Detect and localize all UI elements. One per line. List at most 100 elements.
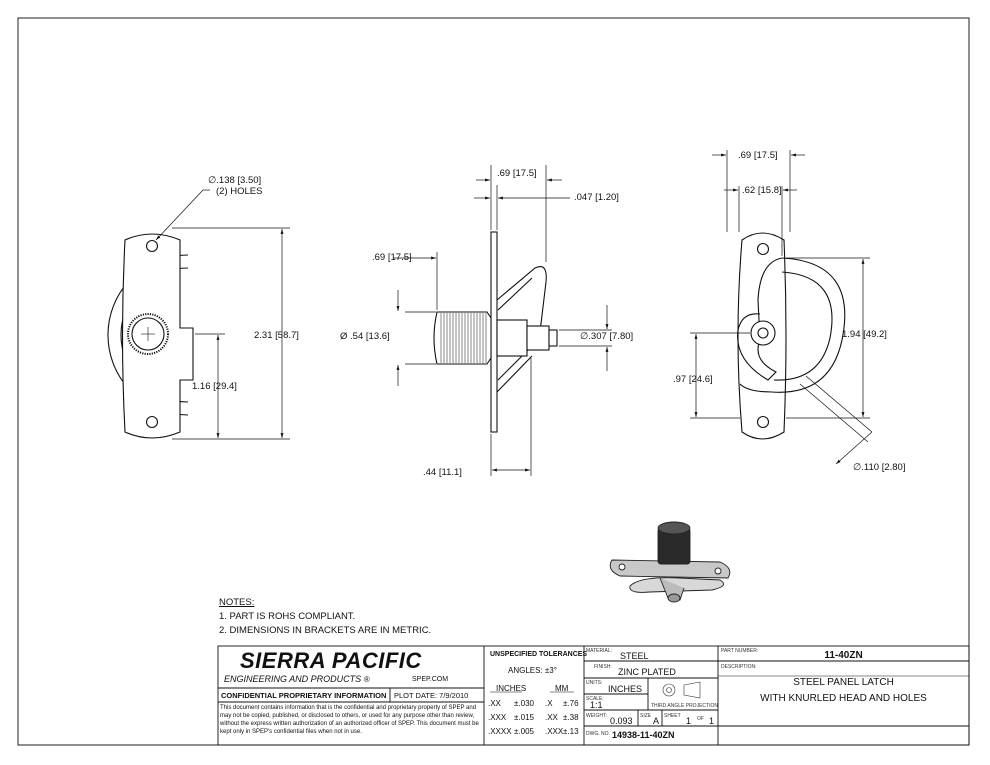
right-width-mm: 17.5 [756, 150, 776, 161]
description-line-2: WITH KNURLED HEAD AND HOLES [760, 693, 927, 704]
dwg-label: DWG. NO. [586, 731, 610, 737]
knob-len: .69 [372, 252, 386, 263]
tol-r1-c2: .XX [545, 713, 558, 722]
right-width2: .62 [742, 185, 756, 196]
ring-height-dim: 1.94 [49.2] [842, 329, 887, 340]
hole-dia: ∅.138 [208, 175, 235, 186]
knob-dia: Ø .54 [340, 331, 364, 342]
hole-count: (2) HOLES [216, 186, 263, 197]
isometric-view [609, 521, 731, 603]
note-2: 2. DIMENSIONS IN BRACKETS ARE IN METRIC. [219, 625, 432, 636]
tol-r2-c2: .XXX [545, 727, 564, 736]
hole-diameter-dim: ∅.138 [3.50] [208, 175, 262, 186]
side-view-dims [393, 165, 612, 476]
size-value: A [653, 716, 660, 726]
hole-dia-mm: 3.50 [240, 175, 259, 186]
material-label: MATERIAL: [586, 648, 613, 654]
size-label: SIZE [640, 713, 652, 719]
tolerances-title: UNSPECIFIED TOLERANCES [490, 651, 588, 658]
right-width2-mm: 15.8 [760, 185, 780, 196]
registered-mark: ® [363, 675, 370, 684]
tol-r1-c3: ±.38 [563, 713, 579, 722]
center-height-mm: 24.6 [691, 374, 711, 385]
right-width2-dim: .62 [15.8] [742, 185, 782, 196]
company-name: SIERRA PACIFIC [240, 648, 422, 673]
tol-r1-c0: .XXX [488, 713, 507, 722]
tol-r2-c3: ±.13 [563, 727, 579, 736]
description-line-1: STEEL PANEL LATCH [793, 677, 894, 688]
sheet-total: 1 [709, 716, 715, 726]
tolerance-inches-header: INCHES [496, 684, 527, 693]
shaft-dia: ∅.307 [580, 331, 607, 342]
flange-thk: .047 [574, 192, 593, 203]
finish-value: ZINC PLATED [618, 667, 676, 677]
knob-len-mm: 17.5 [390, 252, 410, 263]
title-block-grid [217, 645, 970, 746]
half-height-dim: 1.16 [29.4] [192, 381, 237, 392]
top-width-dim: .69 [17.5] [497, 168, 537, 179]
note-1: 1. PART IS ROHS COMPLIANT. [219, 611, 356, 622]
sheet-of-label: OF [697, 716, 704, 722]
material-value: STEEL [620, 651, 649, 661]
shaft-diameter-dim: ∅.307 [7.80] [580, 331, 634, 342]
knob-dia-mm: 13.6 [368, 331, 388, 342]
knob-length-dim: .69 [17.5] [372, 252, 412, 263]
tolerance-angles: ANGLES: ±3° [508, 666, 557, 675]
sheet-value: 1 [686, 716, 692, 726]
finish-label: FINISH: [594, 664, 612, 670]
ring-height-mm: 49.2 [865, 329, 885, 340]
company-website: SPEP.COM [412, 676, 449, 683]
notes-block: NOTES: 1. PART IS ROHS COMPLIANT. 2. DIM… [219, 596, 431, 638]
weight-value: 0.093 [610, 716, 633, 726]
scale-value: 1:1 [590, 700, 603, 710]
part-number-label: PART NUMBER: [721, 648, 759, 654]
projection-symbol [662, 681, 701, 699]
wire-dia: ∅.110 [853, 462, 880, 473]
front-view-dims [155, 189, 290, 440]
description-label: DESCRIPTION: [721, 664, 757, 670]
right-width-dim: .69 [17.5] [738, 150, 778, 161]
notes-title: NOTES: [219, 597, 255, 608]
units-label: UNITS: [586, 680, 603, 686]
center-height: .97 [673, 374, 687, 385]
confidential-label: CONFIDENTIAL PROPRIETARY INFORMATION [221, 691, 387, 700]
dwg-number: 14938-11-40ZN [612, 730, 675, 740]
back-view-dims [690, 150, 873, 465]
part-number: 11-40ZN [824, 650, 863, 661]
half-height-mm: 29.4 [215, 381, 235, 392]
projection-label: THIRD ANGLE PROJECTION [651, 703, 718, 709]
disclaimer-text: This document contains information that … [220, 705, 479, 735]
flange-thickness-dim: .047 [1.20] [574, 192, 619, 203]
tol-r0-c2: .X [545, 699, 553, 708]
top-width: .69 [497, 168, 511, 179]
company-sub: ENGINEERING AND PRODUCTS ® [224, 674, 370, 684]
knurling-pattern [440, 313, 487, 363]
wire-diameter-dim: ∅.110 [2.80] [853, 462, 906, 473]
ring-height: 1.94 [842, 329, 861, 340]
top-width-mm: 17.5 [515, 168, 535, 179]
front-view [107, 233, 194, 439]
tol-r2-c0: .XXXX [488, 727, 512, 736]
tolerance-mm-header: MM [555, 684, 569, 693]
back-view [737, 232, 846, 440]
tol-r0-c1: ±.030 [514, 699, 534, 708]
tol-r1-c1: ±.015 [514, 713, 534, 722]
overall-height-dim: 2.31 [58.7] [254, 330, 299, 341]
overall-height-mm: 58.7 [277, 330, 297, 341]
tol-r0-c0: .XX [488, 699, 501, 708]
base-len-mm: 11.1 [441, 467, 460, 478]
tol-r0-c3: ±.76 [563, 699, 579, 708]
tol-r2-c1: ±.005 [514, 727, 534, 736]
wire-dia-mm: 2.80 [884, 462, 903, 473]
scale-label: SCALE: [586, 696, 604, 702]
sheet-label: SHEET [664, 713, 681, 719]
knob-diameter-dim: Ø .54 [13.6] [340, 331, 390, 342]
base-length-dim: .44 [11.1] [423, 467, 462, 478]
units-value: INCHES [608, 684, 643, 694]
right-width: .69 [738, 150, 752, 161]
shaft-dia-mm: 7.80 [612, 331, 631, 342]
base-len: .44 [423, 467, 437, 478]
flange-thk-mm: 1.20 [597, 192, 617, 203]
center-height-dim: .97 [24.6] [673, 374, 713, 385]
